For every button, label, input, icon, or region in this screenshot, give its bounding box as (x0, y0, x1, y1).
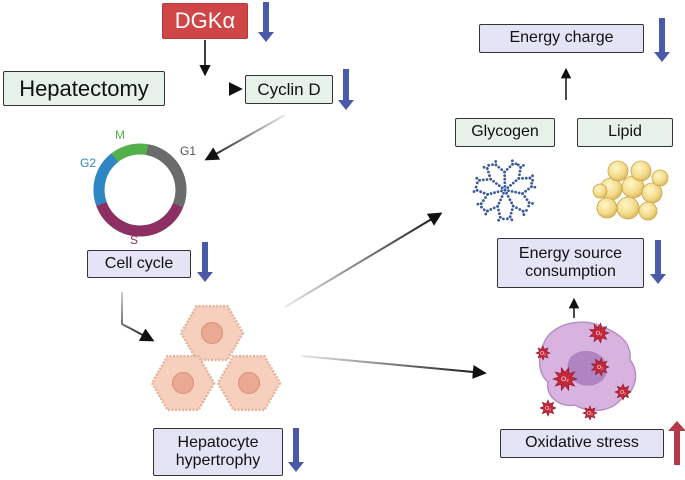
ros-label: O₂ (561, 376, 569, 383)
cell-cycle-box: Cell cycle (87, 250, 191, 278)
hepatocyte-cluster-icon (150, 304, 282, 412)
phase-g1-arc (145, 144, 187, 208)
dgka-box: DGKα (162, 3, 248, 39)
energy-source-label: Energy source consumption (518, 244, 623, 280)
hepatocyte (150, 354, 216, 412)
dgka-down-arrow-icon (258, 2, 274, 42)
energy-source-down-arrow-icon (650, 240, 666, 284)
cyclin-d-down-arrow-icon (338, 69, 354, 110)
energy-charge-label: Energy charge (509, 29, 614, 47)
glycogen-icon (472, 159, 537, 222)
lipid-label: Lipid (608, 123, 642, 141)
ros-star-icon: O₂ (590, 357, 610, 377)
ros-star-icon: O₂ (539, 399, 557, 417)
arrow-cyclin-to-cycle (204, 114, 286, 161)
cell-cycle-down-arrow-icon (197, 242, 213, 282)
ros-star-icon: O₂ (614, 383, 632, 401)
energy-charge-box: Energy charge (479, 24, 644, 53)
arrow-cycle-to-hepatocyte (121, 292, 155, 342)
phase-s-arc (96, 201, 184, 237)
oxidative-stress-box: Oxidative stress (500, 429, 664, 458)
ros-star-icon: O₂ (588, 322, 610, 344)
cyclin-d-label: Cyclin D (257, 79, 321, 99)
phase-m-label: M (115, 128, 125, 142)
hypertrophy-down-arrow-icon (288, 428, 304, 472)
ros-star-icon: O₂ (582, 405, 598, 421)
ros-label: O₂ (596, 331, 602, 337)
arrow-hepatocyte-to-energy-source (284, 212, 443, 308)
cyclin-d-box: Cyclin D (245, 75, 333, 104)
lipid-droplets-icon (592, 160, 669, 221)
ros-label: O₂ (545, 406, 551, 412)
phase-s-label: S (130, 233, 138, 247)
phase-g2-label: G2 (80, 156, 96, 170)
ros-label: O₂ (620, 390, 626, 396)
ros-label: O₂ (597, 365, 603, 371)
hepatectomy-box: Hepatectomy (3, 71, 165, 106)
hepatocyte (179, 304, 245, 362)
ros-label: O₂ (540, 351, 546, 357)
dgka-label: DGKα (174, 8, 236, 34)
cell-cycle-ring (93, 143, 187, 237)
hypertrophy-label: Hepatocyte hypertrophy (175, 433, 261, 469)
cell-cycle-label: Cell cycle (104, 254, 174, 272)
ros-star-icon: O₂ (535, 345, 551, 361)
arrow-hepatocyte-to-oxidative (301, 355, 487, 379)
energy-source-box: Energy source consumption (497, 238, 644, 288)
hepatocyte (216, 354, 282, 412)
glycogen-label: Glycogen (471, 123, 539, 141)
oxidative-stress-label: Oxidative stress (525, 434, 639, 452)
ros-star-icon: O₂ (552, 366, 578, 392)
lipid-box: Lipid (577, 118, 673, 147)
hepatectomy-label: Hepatectomy (19, 75, 149, 101)
ros-label: O₂ (587, 411, 593, 417)
phase-g2-arc (93, 153, 119, 206)
hypertrophy-box: Hepatocyte hypertrophy (153, 428, 283, 476)
phase-g1-label: G1 (180, 144, 196, 158)
stressed-cell-icon (539, 321, 637, 412)
energy-charge-down-arrow-icon (654, 18, 670, 62)
oxidative-stress-up-arrow-icon (668, 421, 685, 465)
glycogen-box: Glycogen (455, 118, 555, 147)
